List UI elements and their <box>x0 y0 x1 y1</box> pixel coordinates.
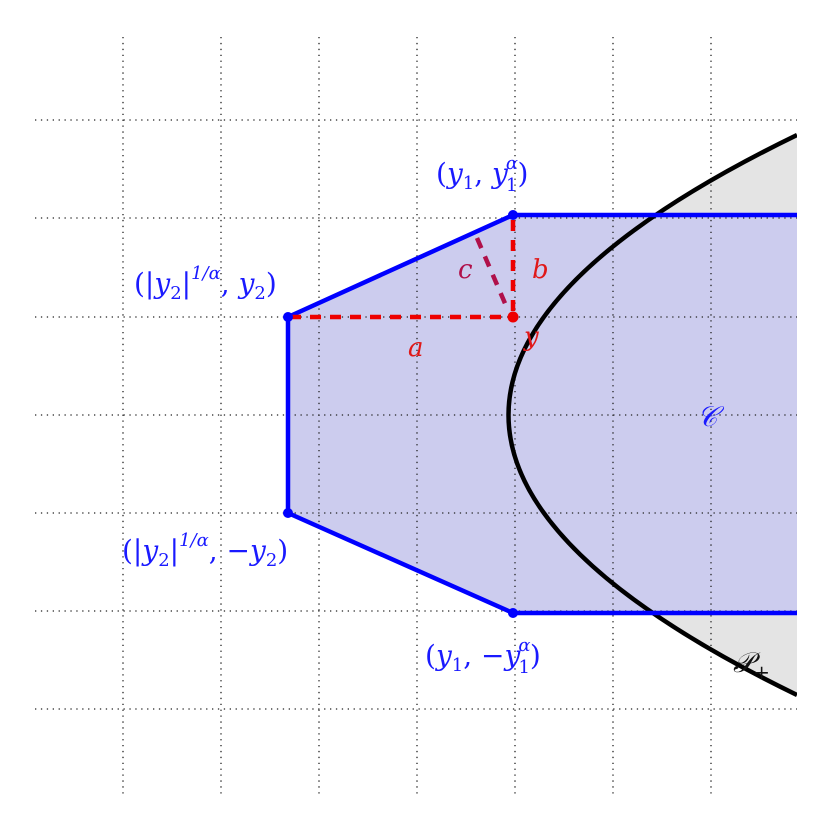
label-bottom-left: (|y2|1/α, −y2) <box>122 530 288 571</box>
label-a: a <box>408 333 424 363</box>
point-bottom-right-marker <box>508 608 518 618</box>
label-top-left: (|y2|1/α, y2) <box>134 263 277 304</box>
label-y: y <box>523 322 539 352</box>
label-b: b <box>532 255 549 285</box>
point-top-right-marker <box>508 210 518 220</box>
convex-set-region <box>288 215 797 613</box>
point-y-marker <box>507 311 519 323</box>
convex-set-boundary <box>285 212 797 616</box>
label-c: c <box>458 255 473 285</box>
segment-c <box>474 237 510 309</box>
point-top-left-marker <box>283 312 293 322</box>
point-bottom-left-marker <box>283 508 293 518</box>
